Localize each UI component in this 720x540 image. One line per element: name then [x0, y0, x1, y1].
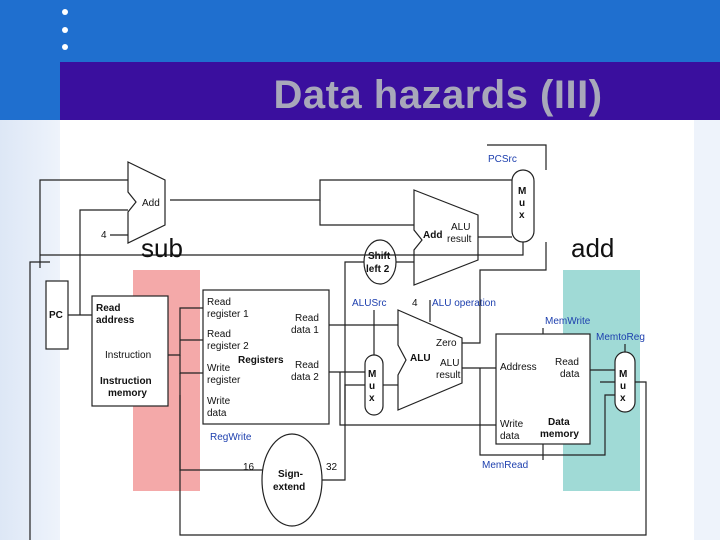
four-label: 4: [101, 230, 107, 241]
instruction-label: Instruction: [105, 350, 151, 361]
read-data-mem-label-2: data: [560, 369, 580, 380]
bits-32-label: 32: [326, 462, 338, 473]
registers-label: Registers: [238, 355, 284, 366]
instruction-memory-label-2: memory: [108, 388, 147, 399]
alusrc-mux-x: x: [369, 393, 375, 404]
write-register-label: Write: [207, 363, 231, 374]
alu-op-bits: 4: [412, 298, 418, 309]
add-label: add: [571, 233, 615, 263]
memtoreg-mux-u: u: [620, 381, 626, 392]
read-address-label-2: address: [96, 315, 135, 326]
alu-result-label: ALU: [440, 358, 459, 369]
shift-label-2: left 2: [366, 264, 390, 275]
branch-alu-label: ALU: [451, 222, 470, 233]
data-memory-label: Data: [548, 417, 570, 428]
top-band: [0, 0, 720, 62]
memtoreg-mux-m: M: [619, 369, 627, 380]
read-data-1-label-2: data 1: [291, 325, 319, 336]
bullet-icon: [62, 9, 68, 15]
alusrc-mux-u: u: [369, 381, 375, 392]
bullet-icon: [62, 44, 68, 50]
sign-extend-label: Sign-: [278, 469, 303, 480]
sign-extend-label-2: extend: [273, 482, 305, 493]
title-bar: Data hazards (III): [60, 62, 720, 120]
memread-label: MemRead: [482, 460, 528, 471]
data-memory-label-2: memory: [540, 429, 579, 440]
mux-x-label: x: [519, 210, 525, 221]
read-register-2-label: Read: [207, 329, 231, 340]
branch-adder-label: Add: [423, 230, 442, 241]
read-address-label: Read: [96, 303, 120, 314]
left-strip-top: [0, 62, 60, 120]
adder-label: Add: [142, 198, 160, 209]
instruction-memory-label: Instruction: [100, 376, 152, 387]
write-data-label: Write: [207, 396, 231, 407]
memtoreg-label: MemtoReg: [596, 332, 645, 343]
alu-label: ALU: [410, 353, 431, 364]
read-data-mem-label: Read: [555, 357, 579, 368]
alu-result-label-2: result: [436, 370, 461, 381]
right-strip: [694, 120, 720, 540]
mux-u-label: u: [519, 198, 525, 209]
regwrite-label: RegWrite: [210, 432, 252, 443]
pc-adder: [127, 161, 166, 244]
alusrc-mux-m: M: [368, 369, 376, 380]
bits-16-label: 16: [243, 462, 255, 473]
write-data-mem-label-2: data: [500, 431, 520, 442]
zero-label: Zero: [436, 338, 457, 349]
registers-box: [202, 289, 330, 425]
datapath-diagram: PC Add 4 Read address Instruction Instru…: [29, 144, 647, 540]
read-data-1-label: Read: [295, 313, 319, 324]
sign-extend: [261, 433, 323, 527]
slide-title: Data hazards (III): [273, 72, 603, 117]
pc-label: PC: [49, 310, 63, 321]
read-data-2-label-2: data 2: [291, 372, 319, 383]
alu-operation-label: ALU operation: [432, 298, 496, 309]
read-register-2-label-2: register 2: [207, 341, 249, 352]
write-data-mem-label: Write: [500, 419, 524, 430]
write-register-label-2: register: [207, 375, 241, 386]
main-alu: [397, 309, 463, 411]
mux-m-label: M: [518, 186, 526, 197]
read-register-1-label: Read: [207, 297, 231, 308]
pcsrc-label: PCSrc: [488, 154, 517, 165]
memtoreg-mux-x: x: [620, 393, 626, 404]
bullet-icon: [62, 27, 68, 33]
sub-label: sub: [141, 233, 183, 263]
branch-adder: [413, 189, 479, 286]
write-data-label-2: data: [207, 408, 227, 419]
read-data-2-label: Read: [295, 360, 319, 371]
shift-left-2: [363, 239, 397, 285]
instruction-memory: [91, 295, 169, 407]
read-register-1-label-2: register 1: [207, 309, 249, 320]
alusrc-label: ALUSrc: [352, 298, 386, 309]
branch-result-label: result: [447, 234, 472, 245]
memwrite-label: MemWrite: [545, 316, 591, 327]
shift-label: Shift: [368, 251, 391, 262]
data-memory: [495, 333, 591, 445]
address-label: Address: [500, 362, 537, 373]
